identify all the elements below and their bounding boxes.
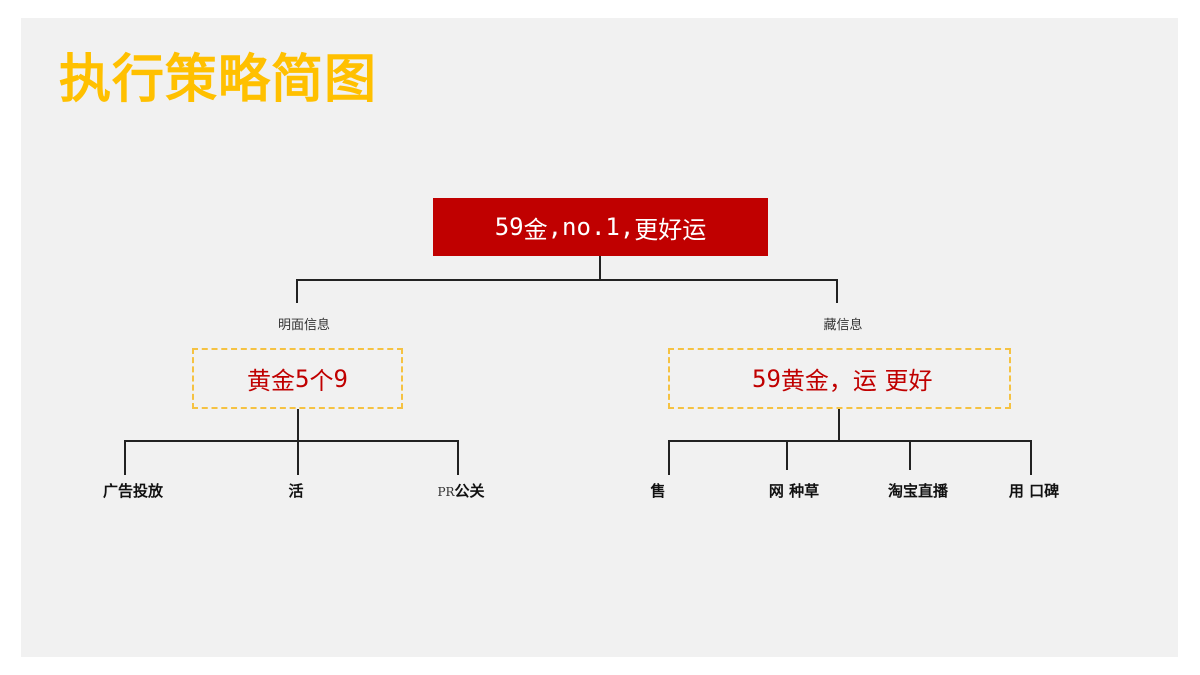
connector-leaf-sales: [668, 440, 670, 475]
connector-right-leaves-horizontal: [668, 440, 1032, 442]
leaf-pr-label: 公关: [454, 482, 485, 500]
connector-right-box-drop: [838, 409, 840, 442]
connector-root-vertical: [599, 256, 601, 280]
connector-leaf-ads: [124, 440, 126, 475]
connector-leaf-wom: [1030, 440, 1032, 475]
branch-box-hidden-num: 59: [752, 364, 781, 393]
root-text-2: ,no.1,: [547, 213, 635, 241]
leaf-pr-prefix: PR: [437, 485, 455, 499]
branch-label-public: 明面信息: [277, 318, 331, 333]
connector-leaf-seeding: [786, 440, 788, 470]
leaf-sales: 售: [650, 482, 666, 500]
leaf-activity: 活: [288, 482, 304, 500]
root-number: 59: [494, 213, 524, 241]
slide-title: 执行策略简图: [59, 50, 378, 110]
leaf-taobao-live: 淘宝直播: [887, 482, 949, 500]
connector-leaf-pr: [457, 440, 459, 475]
branch-box-public-text-2: 个: [309, 367, 334, 395]
connector-leaf-taobao: [909, 440, 911, 470]
leaf-ads: 广告投放: [102, 482, 164, 500]
connector-left-drop: [296, 279, 298, 303]
branch-label-hidden: 藏信息: [823, 318, 863, 333]
leaf-word-of-mouth: 用 口碑: [1008, 482, 1060, 500]
branch-box-public-num2: 9: [333, 364, 348, 393]
root-text-3: 更好运: [634, 215, 707, 244]
leaf-pr: PR公关: [437, 480, 484, 501]
branch-box-public-num: 5: [295, 364, 310, 393]
branch-box-hidden-text: 黄金，运 更好: [780, 367, 933, 395]
connector-right-drop: [836, 279, 838, 303]
branch-box-public-text-1: 黄金: [247, 367, 296, 395]
connector-root-horizontal: [296, 279, 838, 281]
connector-left-box-drop: [297, 409, 299, 475]
root-text-1: 金: [523, 215, 548, 244]
connector-left-leaves-horizontal: [124, 440, 459, 442]
leaf-seeding: 网 种草: [768, 482, 820, 500]
